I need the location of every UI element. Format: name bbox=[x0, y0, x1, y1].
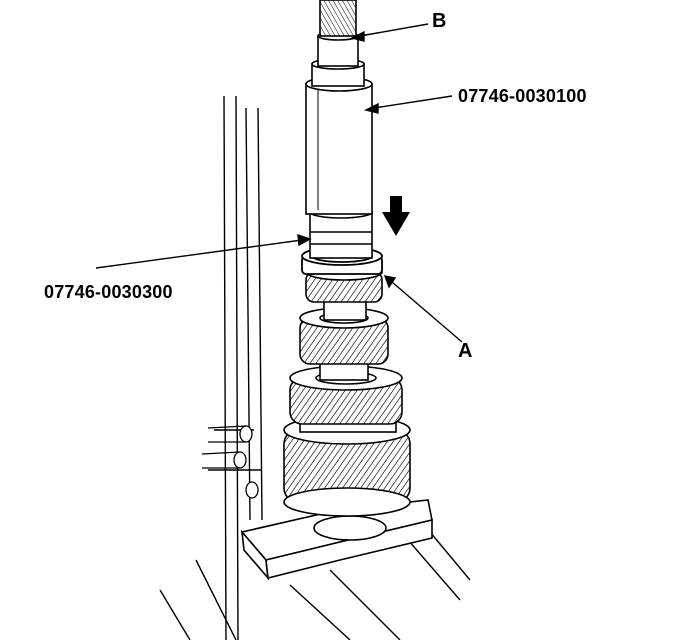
callout-tool-lower-part-number: 07746-0030300 bbox=[44, 282, 173, 302]
leader-lines bbox=[95, 23, 463, 343]
driver-tool-upper bbox=[305, 58, 373, 215]
callout-tool-upper-part-number: 07746-0030100 bbox=[458, 86, 587, 106]
gear-stack bbox=[283, 263, 411, 517]
callout-b: B bbox=[432, 10, 447, 32]
callout-a: A bbox=[458, 340, 473, 362]
support-pins bbox=[201, 425, 259, 499]
press-ram-b bbox=[317, 0, 359, 67]
press-direction-arrow bbox=[382, 196, 410, 236]
